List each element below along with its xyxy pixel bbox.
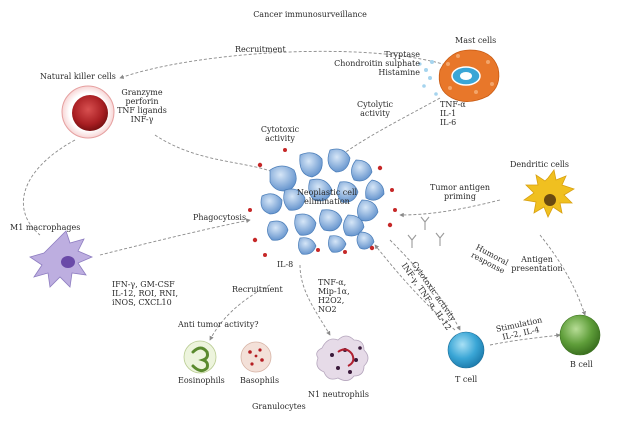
neutrophil-factor-line: TNF-α,: [318, 278, 347, 287]
n1-neutrophils-label: N1 neutrophils: [308, 390, 370, 399]
m1-macrophage-graphic: [29, 230, 94, 288]
mast-factors-label: Tryptase Chondroitin sulphate Histamine: [330, 50, 420, 77]
eosinophil-graphic: [183, 340, 217, 374]
center-label-line: elimination: [304, 197, 350, 206]
cytotoxic-line: activity: [265, 134, 295, 143]
m1-factors-label: IFN-γ, GM-CSF IL-12, ROI, RNI, iNOS, CXC…: [112, 280, 178, 307]
arrow-tumor-t: [389, 239, 461, 331]
arrow-recruitment-bottom: [209, 284, 271, 341]
arrow-t-tumor: [374, 244, 456, 331]
b-cell-graphic: [559, 314, 601, 356]
eosinophils-label: Eosinophils: [178, 376, 225, 385]
anti-tumor-label: Anti tumor activity?: [178, 320, 259, 329]
arrow-dendritic-b: [539, 234, 586, 316]
m1-factor-line: IL-12, ROI, RNI,: [112, 289, 178, 298]
cytotoxic-line: Cytotoxic: [260, 125, 300, 134]
neutrophil-factor-line: Mip-1α,: [318, 287, 350, 296]
nk-cell-graphic: [61, 85, 115, 139]
antigen-presentation-line: Antigen: [521, 255, 553, 264]
mast-cytokine-line: IL-6: [440, 118, 457, 127]
il8-label: IL-8: [277, 260, 294, 269]
cytolytic-label: Cytolytic activity: [345, 100, 405, 118]
arrow-tumor-neutro: [299, 264, 331, 336]
mast-cytokines-label: TNF-α IL-1 IL-6: [440, 100, 466, 127]
neutrophil-factor-line: H2O2,: [318, 296, 345, 305]
granulocytes-label: Granulocytes: [252, 402, 306, 411]
phagocytosis-label: Phagocytosis: [193, 213, 247, 222]
tumor-antigen-line: Tumor antigen: [430, 183, 490, 192]
t-cell-graphic: [447, 331, 485, 369]
neutrophil-graphic: [316, 335, 369, 381]
mast-factor-line: Chondroitin sulphate: [334, 59, 420, 68]
arrow-nk-tumor: [154, 134, 281, 176]
nk-cells-label: Natural killer cells: [40, 72, 116, 81]
neutrophil-factor-line: NO2: [318, 305, 337, 314]
arrow-recruitment-top: [119, 50, 456, 79]
cytotoxic-label: Cytotoxic activity: [250, 125, 310, 143]
arrow-m1-tumor: [99, 218, 251, 256]
antibody-icons: [407, 216, 445, 248]
cytolytic-line: activity: [360, 109, 390, 118]
mast-cytokine-line: TNF-α: [440, 100, 466, 109]
b-cell-label: B cell: [570, 360, 593, 369]
nk-factor-line: Granzyme: [121, 88, 163, 97]
dendritic-cells-label: Dendritic cells: [510, 160, 570, 169]
nk-factor-line: TNF ligands: [117, 106, 167, 115]
nk-factor-line: INF-γ: [130, 115, 154, 124]
basophils-label: Basophils: [240, 376, 280, 385]
arrow-nk-m1: [23, 139, 76, 236]
antigen-presentation-label: Antigen presentation: [502, 255, 572, 273]
mast-factor-line: Tryptase: [384, 50, 420, 59]
m1-factor-line: IFN-γ, GM-CSF: [112, 280, 175, 289]
dendritic-cell-graphic: [522, 169, 575, 218]
t-cell-label: T cell: [455, 375, 478, 384]
antigen-presentation-line: presentation: [511, 264, 563, 273]
mast-cell-graphic: [418, 49, 500, 102]
m1-factor-line: iNOS, CXCL10: [112, 298, 172, 307]
recruitment-bottom-label: Recruitment: [232, 285, 283, 294]
nk-factors-label: Granzyme perforin TNF ligands INF-γ: [112, 88, 172, 124]
recruitment-top-label: Recruitment: [235, 45, 286, 54]
center-label: Neoplastic cell elimination: [292, 188, 362, 206]
cytolytic-line: Cytolytic: [356, 100, 393, 109]
mast-cells-label: Mast cells: [455, 36, 497, 45]
mast-cytokine-line: IL-1: [440, 109, 457, 118]
tumor-antigen-label: Tumor antigen priming: [425, 183, 495, 201]
tumor-mass: [248, 148, 397, 257]
center-label-line: Neoplastic cell: [296, 188, 358, 197]
diagram-title: Cancer immunosurveillance: [253, 10, 367, 19]
connector-arrows: [23, 50, 586, 346]
m1-macrophages-label: M1 macrophages: [10, 223, 81, 232]
basophil-graphic: [240, 341, 272, 373]
nk-factor-line: perforin: [125, 97, 159, 106]
arrow-t-b: [489, 333, 561, 346]
arrow-dendritic-tumor: [399, 199, 501, 218]
mast-factor-line: Histamine: [378, 68, 420, 77]
tumor-antigen-line: priming: [444, 192, 476, 201]
neutrophil-factors-label: TNF-α, Mip-1α, H2O2, NO2: [318, 278, 350, 314]
